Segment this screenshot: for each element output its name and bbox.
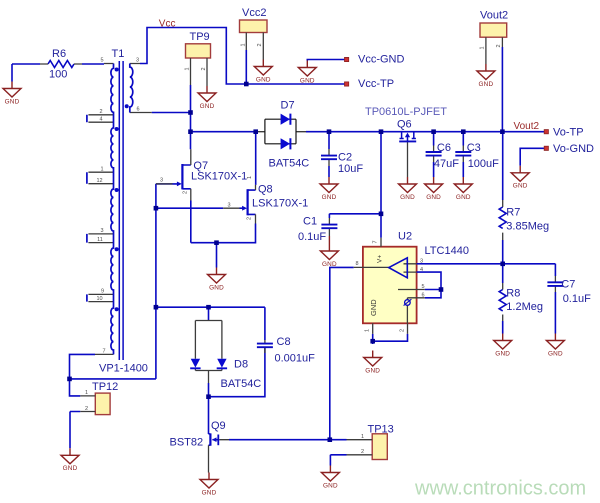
svg-text:Q7: Q7 bbox=[193, 160, 208, 172]
svg-text:4: 4 bbox=[420, 267, 423, 273]
svg-text:2: 2 bbox=[399, 329, 405, 332]
svg-text:7: 7 bbox=[102, 349, 105, 355]
svg-text:LSK170X-1: LSK170X-1 bbox=[252, 198, 308, 210]
svg-text:Vo-TP: Vo-TP bbox=[553, 126, 584, 138]
svg-text:BAT54C: BAT54C bbox=[269, 158, 310, 170]
svg-text:www.cntronics.com: www.cntronics.com bbox=[414, 478, 586, 500]
svg-text:3: 3 bbox=[136, 58, 139, 64]
svg-text:BAT54C: BAT54C bbox=[221, 378, 262, 390]
svg-text:0.001uF: 0.001uF bbox=[275, 353, 316, 365]
svg-text:2: 2 bbox=[201, 67, 207, 70]
svg-text:5: 5 bbox=[421, 284, 424, 290]
svg-text:C2: C2 bbox=[338, 152, 352, 164]
svg-text:TP0610L-PJFET: TP0610L-PJFET bbox=[365, 106, 447, 118]
svg-text:1: 1 bbox=[240, 43, 246, 46]
svg-text:Vo-GND: Vo-GND bbox=[553, 143, 594, 155]
svg-text:1: 1 bbox=[480, 46, 486, 49]
svg-text:R8: R8 bbox=[506, 288, 520, 300]
svg-text:0.1uF: 0.1uF bbox=[298, 231, 326, 243]
svg-text:6: 6 bbox=[421, 292, 424, 298]
svg-text:TP12: TP12 bbox=[92, 381, 118, 393]
svg-text:4: 4 bbox=[99, 117, 102, 123]
svg-text:TP9: TP9 bbox=[190, 31, 210, 43]
svg-text:12: 12 bbox=[96, 178, 102, 184]
svg-text:V+: V+ bbox=[377, 255, 384, 263]
svg-text:5: 5 bbox=[100, 58, 103, 64]
svg-text:VP1-1400: VP1-1400 bbox=[99, 363, 148, 375]
svg-text:D8: D8 bbox=[234, 359, 248, 371]
svg-text:D7: D7 bbox=[281, 100, 295, 112]
svg-text:C6: C6 bbox=[437, 142, 451, 154]
svg-text:BST82: BST82 bbox=[170, 437, 204, 449]
svg-text:9: 9 bbox=[101, 289, 104, 295]
svg-text:Q9: Q9 bbox=[211, 420, 226, 432]
svg-text:T1: T1 bbox=[112, 48, 125, 60]
svg-text:1: 1 bbox=[185, 67, 191, 70]
svg-text:Vcc2: Vcc2 bbox=[242, 7, 266, 19]
svg-text:2: 2 bbox=[183, 191, 189, 194]
svg-text:2: 2 bbox=[99, 109, 102, 115]
svg-text:8: 8 bbox=[356, 261, 359, 267]
svg-text:Vout2: Vout2 bbox=[480, 10, 508, 22]
svg-text:3: 3 bbox=[100, 228, 103, 234]
svg-text:Q8: Q8 bbox=[258, 184, 273, 196]
svg-text:6: 6 bbox=[136, 107, 139, 113]
svg-text:GND: GND bbox=[369, 299, 378, 316]
svg-text:R7: R7 bbox=[506, 207, 520, 219]
svg-text:11: 11 bbox=[97, 237, 103, 243]
svg-text:Vcc: Vcc bbox=[159, 18, 176, 29]
svg-text:10: 10 bbox=[96, 296, 102, 302]
svg-text:C8: C8 bbox=[277, 336, 291, 348]
svg-text:1: 1 bbox=[100, 167, 103, 173]
svg-text:C7: C7 bbox=[561, 278, 575, 290]
svg-text:Vout2: Vout2 bbox=[514, 121, 540, 132]
svg-text:3.85Meg: 3.85Meg bbox=[506, 221, 549, 233]
svg-text:TP13: TP13 bbox=[368, 424, 394, 436]
svg-text:3: 3 bbox=[227, 203, 230, 209]
svg-text:Q6: Q6 bbox=[397, 119, 412, 131]
svg-text:47uF: 47uF bbox=[434, 158, 459, 170]
svg-text:R6: R6 bbox=[52, 48, 66, 60]
svg-text:2: 2 bbox=[496, 44, 502, 47]
svg-text:1: 1 bbox=[365, 329, 371, 332]
svg-text:C1: C1 bbox=[303, 215, 317, 227]
svg-text:1.2Meg: 1.2Meg bbox=[506, 301, 543, 313]
svg-text:2: 2 bbox=[257, 43, 263, 46]
svg-text:1: 1 bbox=[85, 390, 88, 396]
svg-text:U2: U2 bbox=[398, 231, 412, 243]
svg-text:Vcc-TP: Vcc-TP bbox=[358, 78, 394, 90]
svg-text:C3: C3 bbox=[467, 142, 481, 154]
svg-text:7: 7 bbox=[373, 240, 379, 243]
svg-text:LSK170X-1: LSK170X-1 bbox=[191, 171, 247, 183]
svg-text:100: 100 bbox=[49, 69, 67, 81]
svg-text:3: 3 bbox=[160, 178, 163, 184]
svg-text:2: 2 bbox=[247, 217, 253, 220]
svg-text:3: 3 bbox=[420, 258, 423, 264]
svg-text:10uF: 10uF bbox=[338, 163, 363, 175]
svg-text:Vcc-GND: Vcc-GND bbox=[358, 54, 405, 66]
svg-text:2: 2 bbox=[361, 449, 364, 455]
svg-text:100uF: 100uF bbox=[468, 158, 499, 170]
svg-text:1: 1 bbox=[247, 176, 253, 179]
svg-text:0.1uF: 0.1uF bbox=[563, 293, 591, 305]
svg-text:1: 1 bbox=[361, 434, 364, 440]
svg-text:LTC1440: LTC1440 bbox=[425, 245, 469, 257]
svg-text:2: 2 bbox=[85, 406, 88, 412]
